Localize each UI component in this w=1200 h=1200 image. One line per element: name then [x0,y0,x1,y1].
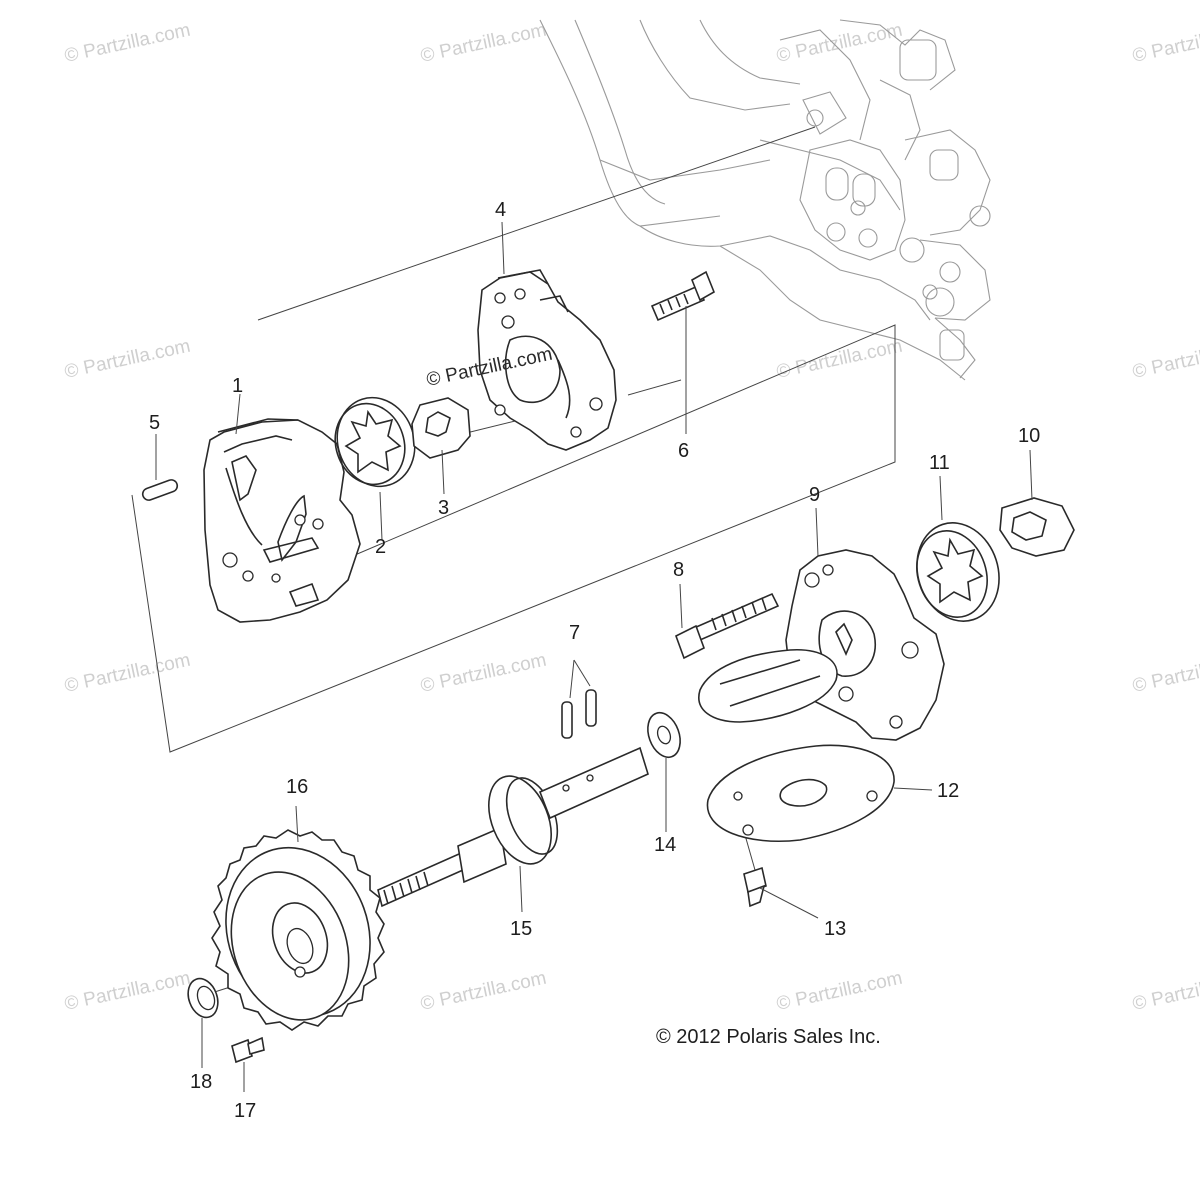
callout-17[interactable]: 17 [234,1100,256,1122]
watermark-text: © Partzilla.com [775,968,905,1015]
callout-7[interactable]: 7 [569,622,580,644]
watermark-text: © Partzilla.com [775,336,905,383]
engine-crankcase [539,19,991,381]
callout-6[interactable]: 6 [678,440,689,462]
callout-5[interactable]: 5 [149,412,160,434]
callout-18[interactable]: 18 [190,1071,212,1093]
thrust-washer[interactable] [642,708,686,761]
housing-bolt[interactable] [675,592,780,660]
callout-15[interactable]: 15 [510,918,532,940]
pump-screw[interactable] [650,270,716,322]
gear-washer[interactable] [183,974,223,1021]
copyright-notice: © 2012 Polaris Sales Inc. [656,1026,881,1048]
callout-13[interactable]: 13 [824,918,846,940]
watermark-text: © Partzilla.com [775,20,905,67]
watermark-text: © Partzilla.com [419,20,549,67]
callout-1[interactable]: 1 [232,375,243,397]
pump-cover-plate[interactable] [477,269,617,451]
callout-12[interactable]: 12 [937,780,959,802]
scavenge-inner-rotor[interactable] [999,497,1075,557]
oil-pump-body[interactable] [203,418,361,623]
inner-rotor[interactable] [411,397,471,459]
watermark-text: © Partzilla.com [1131,968,1200,1015]
watermark-text: © Partzilla.com [419,968,549,1015]
callout-leader-lines [155,221,1033,1092]
callout-numbers: 1 2 3 4 5 6 7 8 9 10 11 12 13 14 15 16 1… [149,199,1040,1122]
callout-2[interactable]: 2 [375,536,386,558]
scavenge-outer-rotor[interactable] [905,512,1012,632]
watermark-text: © Partzilla.com [63,650,193,697]
watermark-text: © Partzilla.com [63,968,193,1015]
callout-9[interactable]: 9 [809,484,820,506]
watermark-text: © Partzilla.com [1131,336,1200,383]
pump-drive-shaft[interactable] [377,746,649,908]
callout-3[interactable]: 3 [438,497,449,519]
callout-16[interactable]: 16 [286,776,308,798]
oil-strainer-screen [698,649,838,723]
watermark-text: © Partzilla.com [1131,650,1200,697]
watermark-text: © Partzilla.com [63,336,193,383]
strainer-gasket[interactable] [706,744,895,843]
callout-4[interactable]: 4 [495,199,506,221]
gasket-screw[interactable] [743,866,767,908]
callout-8[interactable]: 8 [673,559,684,581]
callout-10[interactable]: 10 [1018,425,1040,447]
drive-pins[interactable] [561,659,597,739]
callout-14[interactable]: 14 [654,834,676,856]
oil-pump-drive-gear[interactable] [203,827,393,1037]
watermark-text: © Partzilla.com [419,650,549,697]
dowel-pin[interactable] [141,478,179,502]
watermark-text: © Partzilla.com [1131,20,1200,67]
watermark-text: © Partzilla.com [63,20,193,67]
callout-11[interactable]: 11 [929,452,950,474]
gear-bolt[interactable] [231,1036,265,1064]
